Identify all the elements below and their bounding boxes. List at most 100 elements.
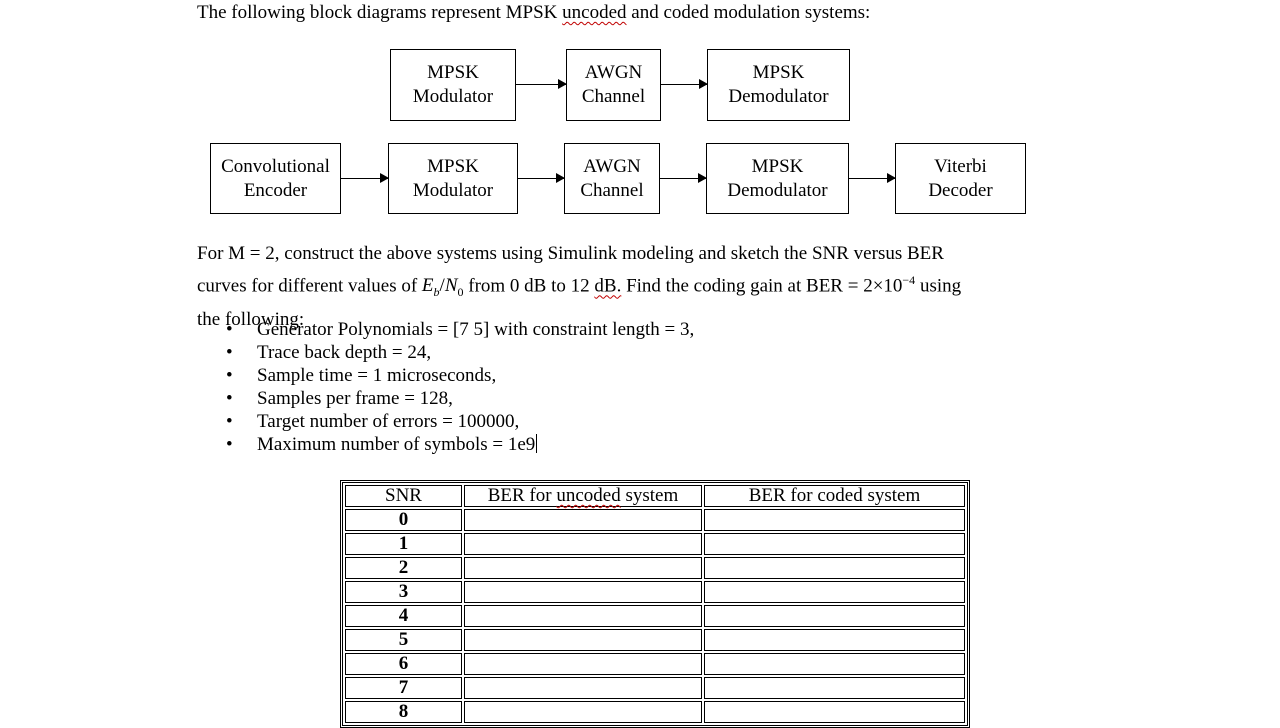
uncoded-ber-cell[interactable] (464, 629, 702, 651)
task-text: Find the coding gain at BER = 2×10 (621, 275, 903, 297)
uncoded-ber-cell[interactable] (464, 509, 702, 531)
list-item: Sample time = 1 microseconds, (226, 364, 694, 387)
task-text: using (915, 275, 962, 297)
uncoded-ber-cell[interactable] (464, 605, 702, 627)
list-item-text: Maximum number of symbols = 1e9 (257, 434, 536, 455)
list-item: Target number of errors = 100000, (226, 410, 694, 433)
parameter-list: Generator Polynomials = [7 5] with const… (226, 318, 694, 456)
table-body: 0 1 2 3 4 5 6 7 8 (345, 509, 965, 723)
n0-symbol: N (444, 275, 458, 297)
arrow (661, 79, 708, 89)
list-item: Samples per frame = 128, (226, 387, 694, 410)
block-label-line1: Convolutional (221, 155, 330, 177)
block-label-line1: AWGN (583, 155, 641, 177)
snr-cell: 5 (345, 629, 462, 651)
block-label-line1: MPSK (427, 62, 479, 83)
task-line-1: For M = 2, construct the above systems u… (197, 240, 1057, 267)
column-header-uncoded: BER for uncoded system (464, 485, 702, 507)
snr-cell: 2 (345, 557, 462, 579)
table-row: 7 (345, 677, 965, 699)
coded-ber-cell[interactable] (704, 509, 965, 531)
intro-text-end: and coded modulation systems: (626, 2, 871, 23)
coded-ber-cell[interactable] (704, 677, 965, 699)
text-cursor (536, 434, 538, 453)
eb-symbol: E (421, 275, 434, 297)
n0-subscript: 0 (457, 285, 464, 300)
table-row: 1 (345, 533, 965, 555)
uncoded-ber-cell[interactable] (464, 581, 702, 603)
arrow (341, 173, 389, 183)
block-label-line1: Viterbi (934, 155, 987, 177)
eb-subscript: b (433, 285, 440, 300)
ber-table: SNR BER for uncoded system BER for coded… (340, 480, 970, 728)
snr-cell: 7 (345, 677, 462, 699)
fraction-slash: / (439, 275, 445, 297)
block-mpsk-demodulator-uncoded: MPSK Demodulator (707, 49, 850, 121)
table-row: 2 (345, 557, 965, 579)
block-mpsk-modulator-uncoded: MPSK Modulator (390, 49, 516, 121)
task-text: = 2 (245, 243, 275, 264)
block-label-line2: Channel (580, 179, 644, 201)
table-row: 3 (345, 581, 965, 603)
table-row: 5 (345, 629, 965, 651)
uncoded-ber-cell[interactable] (464, 557, 702, 579)
block-label-line1: AWGN (584, 62, 643, 83)
block-label-line2: Channel (581, 86, 646, 107)
coded-ber-cell[interactable] (704, 533, 965, 555)
task-text: from 0 dB to 12 (463, 275, 595, 297)
task-line-2: curves for different values of Eb/N0 fro… (197, 267, 1057, 306)
uncoded-ber-cell[interactable] (464, 677, 702, 699)
exponent: −4 (902, 273, 916, 287)
task-text: For M (197, 243, 246, 264)
block-label-line2: Modulator (412, 86, 494, 107)
uncoded-ber-cell[interactable] (464, 653, 702, 675)
intro-text: The following block diagrams represent M… (197, 2, 870, 24)
header-text: BER for (487, 485, 557, 506)
block-label-line2: Encoder (243, 179, 308, 201)
eb-n0-expression: Eb/N0 (421, 275, 464, 300)
arrow (849, 173, 896, 183)
column-header-snr: SNR (345, 485, 462, 507)
snr-cell: 6 (345, 653, 462, 675)
list-item: Generator Polynomials = [7 5] with const… (226, 318, 694, 341)
snr-cell: 0 (345, 509, 462, 531)
block-label-line1: MPSK (751, 155, 804, 177)
spellcheck-flagged-word[interactable]: uncoded (556, 485, 621, 506)
header-text: system (620, 485, 679, 506)
arrow (660, 173, 707, 183)
spellcheck-flagged-word[interactable]: dB. (594, 275, 622, 297)
task-text: , construct the above systems using Simu… (274, 243, 944, 264)
spellcheck-flagged-word[interactable]: uncoded (562, 2, 627, 23)
column-header-coded: BER for coded system (704, 485, 965, 507)
snr-cell: 3 (345, 581, 462, 603)
intro-text-start: The following block diagrams represent M… (197, 2, 563, 23)
task-text: curves for different values of (197, 275, 422, 297)
table-row: 6 (345, 653, 965, 675)
arrow (518, 173, 565, 183)
list-item: Maximum number of symbols = 1e9 (226, 433, 694, 456)
block-label-line1: MPSK (752, 62, 805, 83)
block-label-line1: MPSK (427, 155, 479, 177)
coded-ber-cell[interactable] (704, 605, 965, 627)
block-awgn-channel-uncoded: AWGN Channel (566, 49, 661, 121)
coded-ber-cell[interactable] (704, 653, 965, 675)
snr-cell: 1 (345, 533, 462, 555)
block-label-line2: Modulator (412, 179, 494, 201)
table-row: 0 (345, 509, 965, 531)
block-label-line2: Demodulator (727, 179, 828, 201)
table-header-row: SNR BER for uncoded system BER for coded… (345, 485, 965, 507)
coded-ber-cell[interactable] (704, 557, 965, 579)
uncoded-ber-cell[interactable] (464, 533, 702, 555)
coded-ber-cell[interactable] (704, 581, 965, 603)
snr-cell: 4 (345, 605, 462, 627)
coded-ber-cell[interactable] (704, 629, 965, 651)
block-label-line2: Decoder (928, 179, 993, 201)
block-label-line2: Demodulator (728, 86, 829, 107)
list-item: Trace back depth = 24, (226, 341, 694, 364)
table-row: 4 (345, 605, 965, 627)
arrow (516, 79, 567, 89)
